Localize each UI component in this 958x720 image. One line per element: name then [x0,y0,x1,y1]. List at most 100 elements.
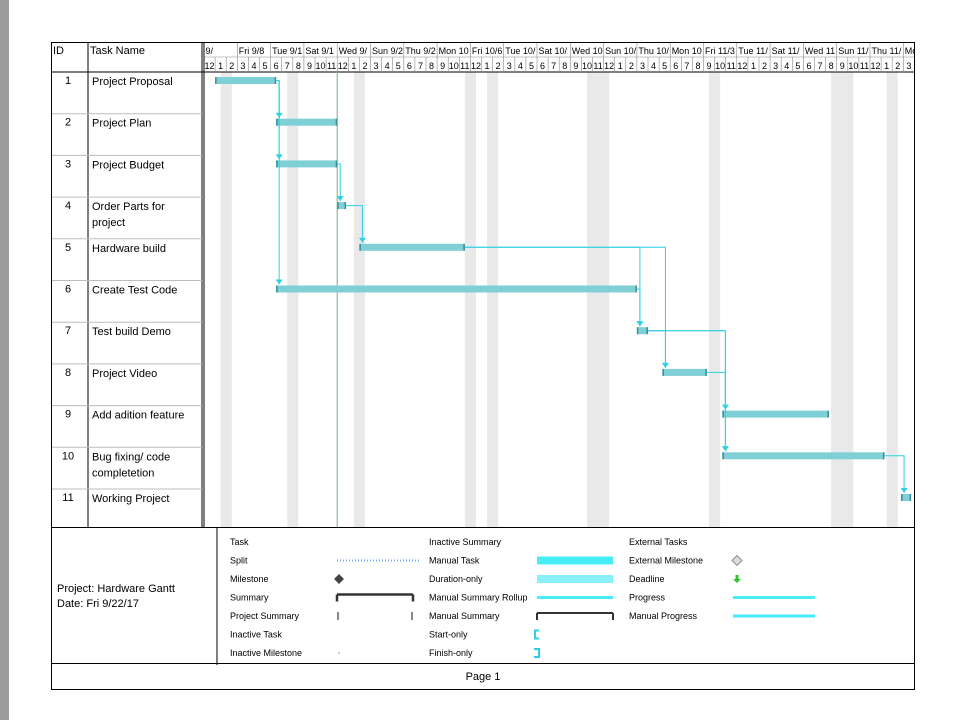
timescale-bottom-label: 4 [518,61,523,71]
task-name: completetion [92,467,154,479]
timescale-top-label: Sun 10/ [605,46,637,56]
timescale-bottom-label: 2 [762,61,767,71]
task-id: 10 [62,450,74,462]
timescale-bottom-label: 3 [906,61,911,71]
task-bar [276,285,637,293]
timescale-bottom-label: 4 [251,61,256,71]
task-bar [901,494,912,501]
timescale-top-label: Sun 9/2 [372,46,403,56]
timescale-top-label: Sat 11/ [772,46,800,56]
legend-date-label: Date: Fri 9/22/17 [57,598,139,610]
deadline-arrow [733,575,741,583]
legend-item-label: Finish-only [429,648,473,658]
timescale-bottom-label: 9 [440,61,445,71]
nonworking-time-shade [709,72,721,527]
legend-item-label: Inactive Summary [429,537,502,547]
legend-item-label: Manual Summary Rollup [429,593,528,603]
task-bar [215,77,277,84]
timescale-top-label: Fri 10/6 [472,46,503,56]
nonworking-time-shade [831,72,843,527]
task-bar-end-cap [463,243,465,251]
task-id: 9 [65,409,71,421]
timescale-bottom-label: 3 [507,61,512,71]
timescale-bottom-label: 11 [727,61,736,71]
timescale-bottom-label: 12 [338,61,348,71]
task-bar-start-cap [276,160,278,168]
timescale-bottom-label: 5 [795,61,800,71]
task-id: 8 [65,367,71,379]
task-bar-end-cap [274,77,277,84]
legend-item-label: Duration-only [429,574,483,584]
timescale-bottom-label: 6 [274,61,279,71]
legend-item-label: External Tasks [629,537,688,547]
timescale-bottom-label: 3 [640,61,645,71]
task-id: 2 [65,117,71,129]
timescale-bottom-label: 12 [471,61,481,71]
task-name: Project Plan [92,118,151,130]
dependency-arrowhead [336,196,344,202]
timescale-bottom-label: 8 [562,61,567,71]
dependency-link [648,330,666,368]
timescale-top-label: Mon 10 [439,46,469,56]
timescale-bottom-label: 7 [285,61,290,71]
legend-item-label: Summary [230,593,269,603]
task-name: Order Parts for [92,201,165,213]
task-name: Test build Demo [92,326,171,338]
timescale-bottom-label: 2 [629,61,634,71]
timescale-bottom-label: 10 [449,61,459,71]
task-bar-start-cap [337,202,339,210]
timescale-bottom-label: 6 [407,61,412,71]
timescale-bottom-label: 5 [396,61,401,71]
timescale-top-label: Wed 9/ [339,46,368,56]
task-bar-start-cap [276,118,278,126]
task-bar [636,327,648,335]
task-name: Add adition feature [92,410,184,422]
timescale-top-label: Sun 11/ [838,46,869,56]
task-bar [722,452,885,460]
timescale-bottom-label: 5 [263,61,268,71]
legend-item-label: Split [230,556,248,566]
legend-item-label: Manual Progress [629,611,698,621]
timescale-top-label: Mon 11 [905,46,915,56]
manual-rollup-sample [537,596,613,599]
task-bar-start-cap [722,452,724,460]
timescale-top-label: Wed 11 [805,46,835,56]
task-name: project [92,217,125,229]
timescale-bottom-label: 1 [618,61,623,71]
dependency-arrowhead [661,362,669,368]
timescale-top-label: Tue 9/1 [272,46,302,56]
timescale-bottom-label: 4 [651,61,656,71]
timescale-bottom-label: 9 [707,61,712,71]
timescale-bottom-label: 1 [485,61,490,71]
timescale-bottom-label: 1 [351,61,356,71]
timescale-top-label: Sat 9/1 [305,46,334,56]
start-only-bracket [534,629,539,640]
task-bar-start-cap [215,77,217,84]
task-bar-start-cap [359,243,361,251]
timescale-bottom-label: 9 [840,61,845,71]
project-summary-right [411,612,413,620]
task-name: Create Test Code [92,285,177,297]
summary-sample [335,593,415,602]
dependency-link [276,80,280,285]
start-only-sample [534,629,539,640]
timescale-bottom-label: 6 [673,61,678,71]
task-name: Project Budget [92,159,164,171]
task-bar-end-cap [827,410,829,418]
dependency-arrowhead [358,237,366,243]
task-bar [662,368,707,376]
task-name-column-header: Task Name [90,45,145,57]
external-milestone-sample [731,554,743,567]
task-id: 1 [65,75,71,87]
milestone-diamond [334,574,344,584]
timescale-bottom-label: 11 [860,61,869,71]
legend-item-label: Project Summary [230,611,300,621]
task-bar [276,160,338,168]
timescale-bottom-label: 2 [895,61,900,71]
timescale-top-label: Fri 9/8 [239,46,265,56]
task-id: 7 [65,325,71,337]
timescale-bottom-label: 3 [374,61,379,71]
